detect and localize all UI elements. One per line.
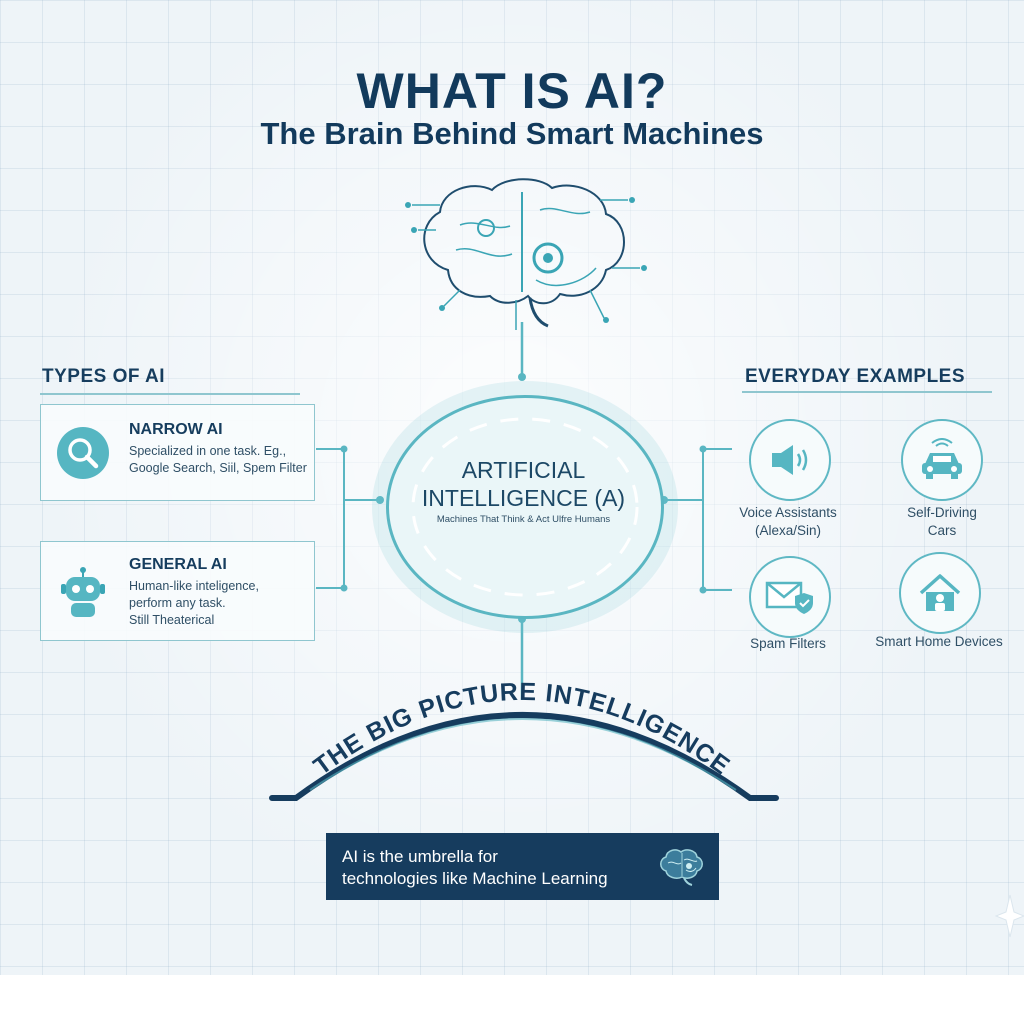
robot-icon	[55, 566, 111, 622]
voice-assistants-line-1: Voice Assistants	[739, 505, 837, 520]
infographic-poster: WHAT IS AI? The Brain Behind Smart Machi…	[0, 0, 1024, 975]
self-driving-line-1: Self-Driving	[907, 505, 977, 520]
sparkle-icon	[994, 894, 1024, 938]
center-circle	[386, 395, 664, 619]
right-bracket	[664, 448, 732, 591]
smart-home-icon	[899, 552, 981, 634]
general-ai-title: GENERAL AI	[129, 556, 227, 573]
svg-text:THE BIG PICTURE INTELLIGENCE: THE BIG PICTURE INTELLIGENCE	[309, 678, 736, 781]
general-ai-line-1: Human-like inteligence,	[129, 579, 259, 593]
general-ai-card: GENERAL AI Human-like inteligence, perfo…	[40, 541, 315, 641]
types-heading: TYPES OF AI	[42, 366, 166, 387]
big-picture-arc	[269, 712, 779, 801]
brain-circuit-icon	[405, 178, 647, 330]
banner-line-1: AI is the umbrella for	[342, 847, 498, 866]
spam-filters-label: Spam Filters	[750, 636, 826, 651]
examples-heading-rule	[742, 391, 992, 393]
arc-text: THE BIG PICTURE INTELLIGENCE	[309, 678, 735, 781]
self-driving-line-2: Cars	[927, 523, 957, 538]
main-title: WHAT IS AI?	[356, 63, 668, 119]
general-ai-line-3: Still Theaterical	[129, 613, 215, 627]
examples-heading: EVERYDAY EXAMPLES	[745, 366, 966, 387]
types-heading-rule	[40, 393, 300, 395]
center-tagline: Machines That Think & Act Ulfre Humans	[436, 514, 611, 525]
center-title-line-2: INTELLIGENCE (A)	[421, 485, 626, 511]
umbrella-banner: AI is the umbrella for technologies like…	[326, 833, 719, 900]
car-icon	[901, 419, 983, 501]
general-ai-line-2: perform any task.	[129, 596, 226, 610]
narrow-ai-card: NARROW AI Specialized in one task. Eg., …	[40, 404, 315, 501]
speaker-icon	[749, 419, 831, 501]
connector-lines: THE BIG PICTURE INTELLIGENCE	[269, 178, 1024, 938]
narrow-ai-line-1: Specialized in one task. Eg.,	[129, 444, 287, 458]
smart-home-label: Smart Home Devices	[875, 634, 1003, 649]
voice-assistants-label: Voice Assistants (Alexa/Sin)	[722, 504, 854, 540]
narrow-ai-line-2: Google Search, Siil, Spem Filter	[129, 461, 307, 475]
left-bracket	[316, 448, 380, 589]
search-icon	[57, 427, 109, 479]
banner-line-2: technologies like Machine Learning	[342, 869, 608, 888]
brain-icon	[656, 845, 708, 889]
mail-shield-icon	[749, 556, 831, 638]
self-driving-label: Self-Driving Cars	[876, 504, 1008, 540]
narrow-ai-title: NARROW AI	[129, 421, 223, 438]
center-title-line-1: ARTIFICIAL	[461, 457, 586, 483]
subtitle: The Brain Behind Smart Machines	[260, 116, 764, 151]
voice-assistants-line-2: (Alexa/Sin)	[754, 523, 822, 538]
